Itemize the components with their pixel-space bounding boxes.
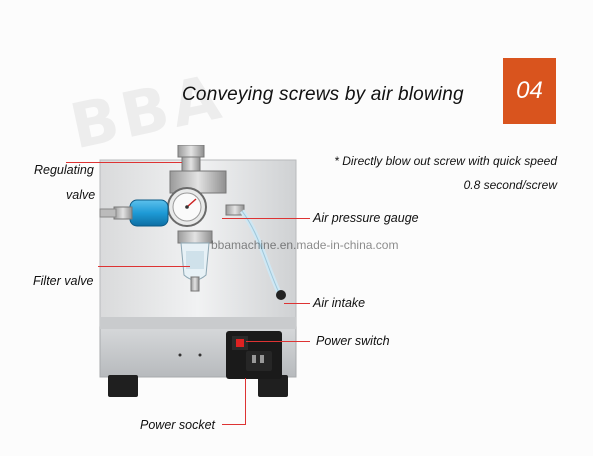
feature-title: Conveying screws by air blowing <box>182 84 464 105</box>
watermark-url: bbamachine.en.made-in-china.com <box>211 238 399 252</box>
description-line-1: * Directly blow out screw with quick spe… <box>334 154 557 168</box>
description-line-2: 0.8 second/screw <box>463 178 557 192</box>
callout-regulating-valve-line2: valve <box>66 188 96 202</box>
callout-filter-valve: Filter valve <box>33 274 94 288</box>
screw-feeder-machine-image <box>99 145 297 397</box>
leader-regulating-valve <box>66 162 182 163</box>
callout-regulating-valve-line1: Regulating <box>34 163 94 177</box>
leader-power-socket <box>222 424 246 425</box>
callout-air-pressure-gauge: Air pressure gauge <box>313 211 419 225</box>
leader-power-socket-vertical <box>245 378 246 424</box>
callout-air-intake: Air intake <box>313 296 366 310</box>
leader-power-switch <box>246 341 310 342</box>
leader-air-intake <box>284 303 310 304</box>
callout-power-switch: Power switch <box>316 334 390 348</box>
step-number-badge: 04 <box>503 58 556 124</box>
callout-power-socket: Power socket <box>140 418 216 432</box>
leader-air-pressure-gauge <box>222 218 310 219</box>
leader-filter-valve <box>98 266 190 267</box>
